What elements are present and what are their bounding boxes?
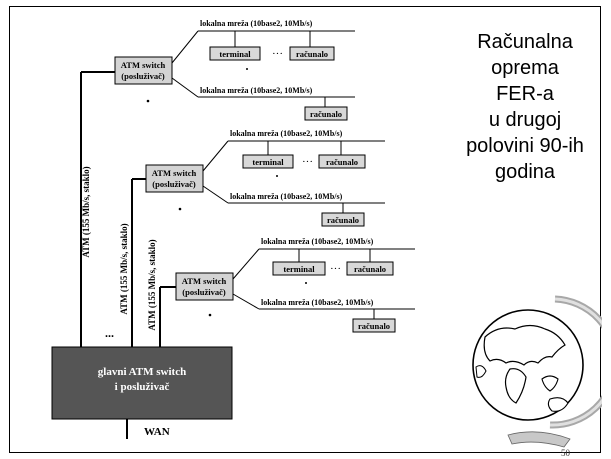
lan-link-3b <box>232 293 260 310</box>
lan-label-1b: lokalna mreža (10base2, 10Mb/s) <box>200 86 313 95</box>
main-ellipsis: ... <box>105 326 114 340</box>
main-switch-label-2: i posluživač <box>115 381 170 393</box>
lan-link-1b <box>171 77 199 98</box>
atm-switch-3-label-2: (posluživač) <box>182 287 226 297</box>
computer-label-2b: računalo <box>327 215 359 225</box>
continent-islands <box>541 375 559 392</box>
atm-switch-3 <box>175 272 234 301</box>
main-switch-label-1: glavni ATM switch <box>98 366 186 378</box>
title-line-1: Računalna <box>477 31 573 53</box>
title-line-3: FER-a <box>496 83 554 105</box>
network-diagram: glavni ATM switch i posluživač WAN ATM (… <box>51 19 602 448</box>
globe-base <box>507 431 571 448</box>
computer-box-1a <box>289 46 335 61</box>
switch-group-3: ATM switch (posluživač) lokalna mreža (1… <box>175 237 415 333</box>
lan-link-2a <box>202 140 229 172</box>
lan-link-1a <box>171 30 199 64</box>
atm-switch-2-label-2: (posluživač) <box>152 179 196 189</box>
terminal-box-3 <box>272 261 326 276</box>
main-atm-switch <box>51 346 233 420</box>
terminal-box-1 <box>209 46 261 61</box>
page-number: 50 <box>561 448 570 458</box>
atm-switch-1-label-2: (posluživač) <box>121 71 165 81</box>
atm-switch-2 <box>145 164 204 193</box>
lan-link-2b <box>202 185 229 204</box>
dot-3b <box>208 313 212 317</box>
wan-label: WAN <box>144 426 170 438</box>
atm-link-label-2: ATM (155 Mb/s, staklo) <box>119 223 129 314</box>
dot-2b <box>178 207 182 211</box>
atm-switch-2-label-1: ATM switch <box>152 168 197 178</box>
continent-small <box>475 365 487 378</box>
computer-label-3a: računalo <box>354 264 386 274</box>
lan-label-2a: lokalna mreža (10base2, 10Mb/s) <box>230 129 343 138</box>
atm-switch-1 <box>114 56 173 85</box>
terminal-box-2 <box>242 154 294 169</box>
dot-2a <box>276 175 278 177</box>
slide-title: Računalna oprema FER-a u drugoj polovini… <box>440 29 610 185</box>
atm-switch-1-label-1: ATM switch <box>121 60 166 70</box>
computer-label-1a: računalo <box>296 49 328 59</box>
lan-label-2b: lokalna mreža (10base2, 10Mb/s) <box>230 192 343 201</box>
terminal-label-3: terminal <box>283 264 315 274</box>
computer-label-1b: računalo <box>310 109 342 119</box>
ellipsis-1: ··· <box>272 48 283 60</box>
continent-eurasia <box>483 324 566 366</box>
switch-group-1: ATM switch (posluživač) lokalna mreža (1… <box>114 19 355 121</box>
dot-1a <box>246 68 248 70</box>
dot-3a <box>305 282 307 284</box>
atm-link-label-1: ATM (155 Mb/s, staklo) <box>81 166 91 257</box>
title-line-4: u drugoj <box>488 109 562 131</box>
lan-label-1a: lokalna mreža (10base2, 10Mb/s) <box>200 19 313 28</box>
globe-stand-highlight <box>549 297 602 427</box>
continent-australia <box>547 397 569 412</box>
title-line-6: godina <box>494 161 556 183</box>
lan-link-3a <box>232 248 260 280</box>
computer-box-3a <box>346 261 394 276</box>
atm-link-label-3: ATM (155 Mb/s, staklo) <box>147 239 157 330</box>
terminal-label-2: terminal <box>252 157 284 167</box>
lan-label-3a: lokalna mreža (10base2, 10Mb/s) <box>261 237 374 246</box>
ellipsis-2: ··· <box>302 156 313 168</box>
computer-box-3b <box>352 318 396 333</box>
slide: glavni ATM switch i posluživač WAN ATM (… <box>9 6 602 458</box>
switch-group-2: ATM switch (posluživač) lokalna mreža (1… <box>145 129 385 227</box>
title-line-2: oprema <box>491 57 559 79</box>
atm-switch-3-label-1: ATM switch <box>182 276 227 286</box>
title-line-5: polovini 90-ih <box>466 135 584 157</box>
ellipsis-3: ··· <box>330 263 341 275</box>
globe-icon <box>472 295 602 448</box>
lan-label-3b: lokalna mreža (10base2, 10Mb/s) <box>261 298 374 307</box>
computer-label-2a: računalo <box>326 157 358 167</box>
computer-box-2b <box>321 212 365 227</box>
dot-1b <box>146 99 150 103</box>
computer-box-2a <box>318 154 366 169</box>
continent-africa <box>504 368 527 404</box>
computer-box-1b <box>304 106 348 121</box>
computer-label-3b: računalo <box>358 321 390 331</box>
terminal-label-1: terminal <box>219 49 251 59</box>
